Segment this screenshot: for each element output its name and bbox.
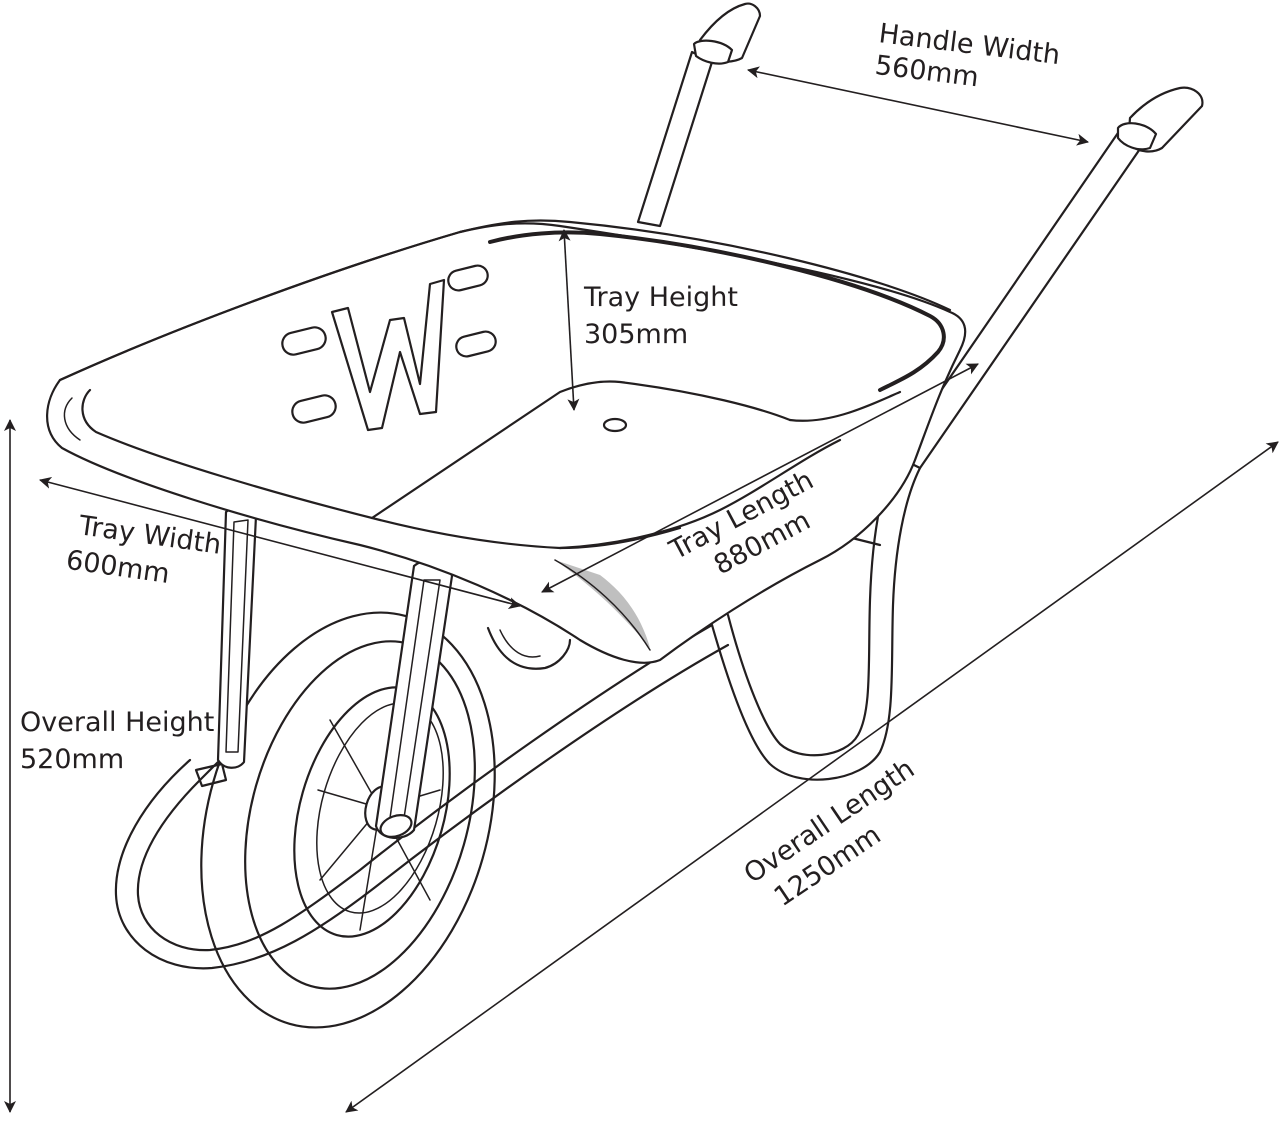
tray <box>46 219 967 670</box>
overall-length-dimension-line <box>345 441 1279 1113</box>
overall-height-value: 520mm <box>20 744 124 775</box>
overall-height-label: Overall Height 520mm <box>20 707 214 775</box>
overall-height-name: Overall Height <box>20 707 214 738</box>
tray-height-value: 305mm <box>584 319 688 350</box>
handle-left <box>636 2 762 228</box>
tray-height-name: Tray Height <box>583 282 738 313</box>
tray-height-label: Tray Height 305mm <box>583 282 738 350</box>
logo-w <box>281 264 497 432</box>
wheel <box>200 611 496 1029</box>
handle-width-dimension-line <box>747 66 1089 146</box>
handle-right <box>894 86 1204 470</box>
handle-width-label: Handle Width 560mm <box>873 18 1062 93</box>
